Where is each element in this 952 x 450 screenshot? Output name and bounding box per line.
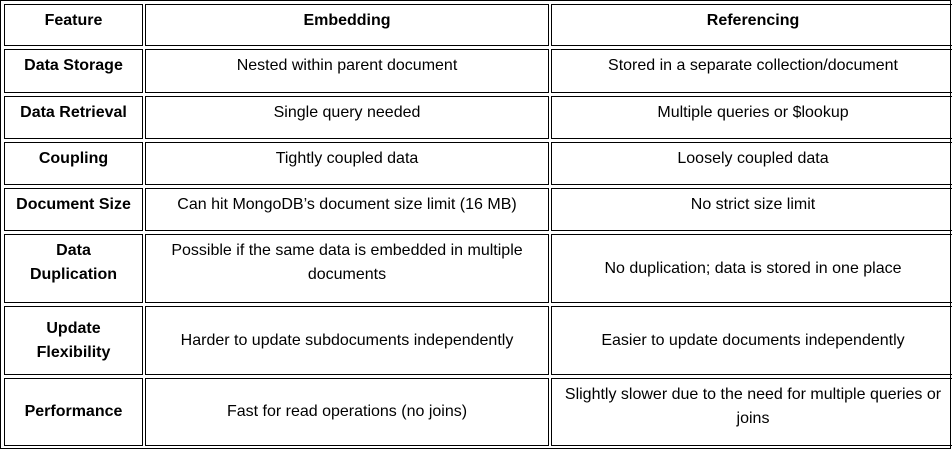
- row-referencing-cell: Slightly slower due to the need for mult…: [551, 378, 952, 446]
- row-referencing-cell: No duplication; data is stored in one pl…: [551, 234, 952, 303]
- row-feature-cell: Data Storage: [4, 49, 143, 93]
- row-embedding-cell: Can hit MongoDB’s document size limit (1…: [145, 188, 549, 231]
- row-feature-cell: Data Retrieval: [4, 96, 143, 139]
- row-embedding-cell: Fast for read operations (no joins): [145, 378, 549, 446]
- row-embedding-cell: Single query needed: [145, 96, 549, 139]
- row-referencing-cell: Easier to update documents independently: [551, 306, 952, 375]
- header-referencing: Referencing: [551, 4, 952, 46]
- header-embedding: Embedding: [145, 4, 549, 46]
- row-embedding-cell: Tightly coupled data: [145, 142, 549, 185]
- row-feature-cell: Data Duplication: [4, 234, 143, 303]
- row-embedding-cell: Harder to update subdocuments independen…: [145, 306, 549, 375]
- row-embedding-cell: Nested within parent document: [145, 49, 549, 93]
- row-referencing-cell: Loosely coupled data: [551, 142, 952, 185]
- row-feature-cell: Coupling: [4, 142, 143, 185]
- row-feature-cell: Update Flexibility: [4, 306, 143, 375]
- row-referencing-cell: Stored in a separate collection/document: [551, 49, 952, 93]
- row-feature-cell: Document Size: [4, 188, 143, 231]
- row-referencing-cell: No strict size limit: [551, 188, 952, 231]
- row-referencing-cell: Multiple queries or $lookup: [551, 96, 952, 139]
- row-embedding-cell: Possible if the same data is embedded in…: [145, 234, 549, 303]
- header-feature: Feature: [4, 4, 143, 46]
- row-feature-cell: Performance: [4, 378, 143, 446]
